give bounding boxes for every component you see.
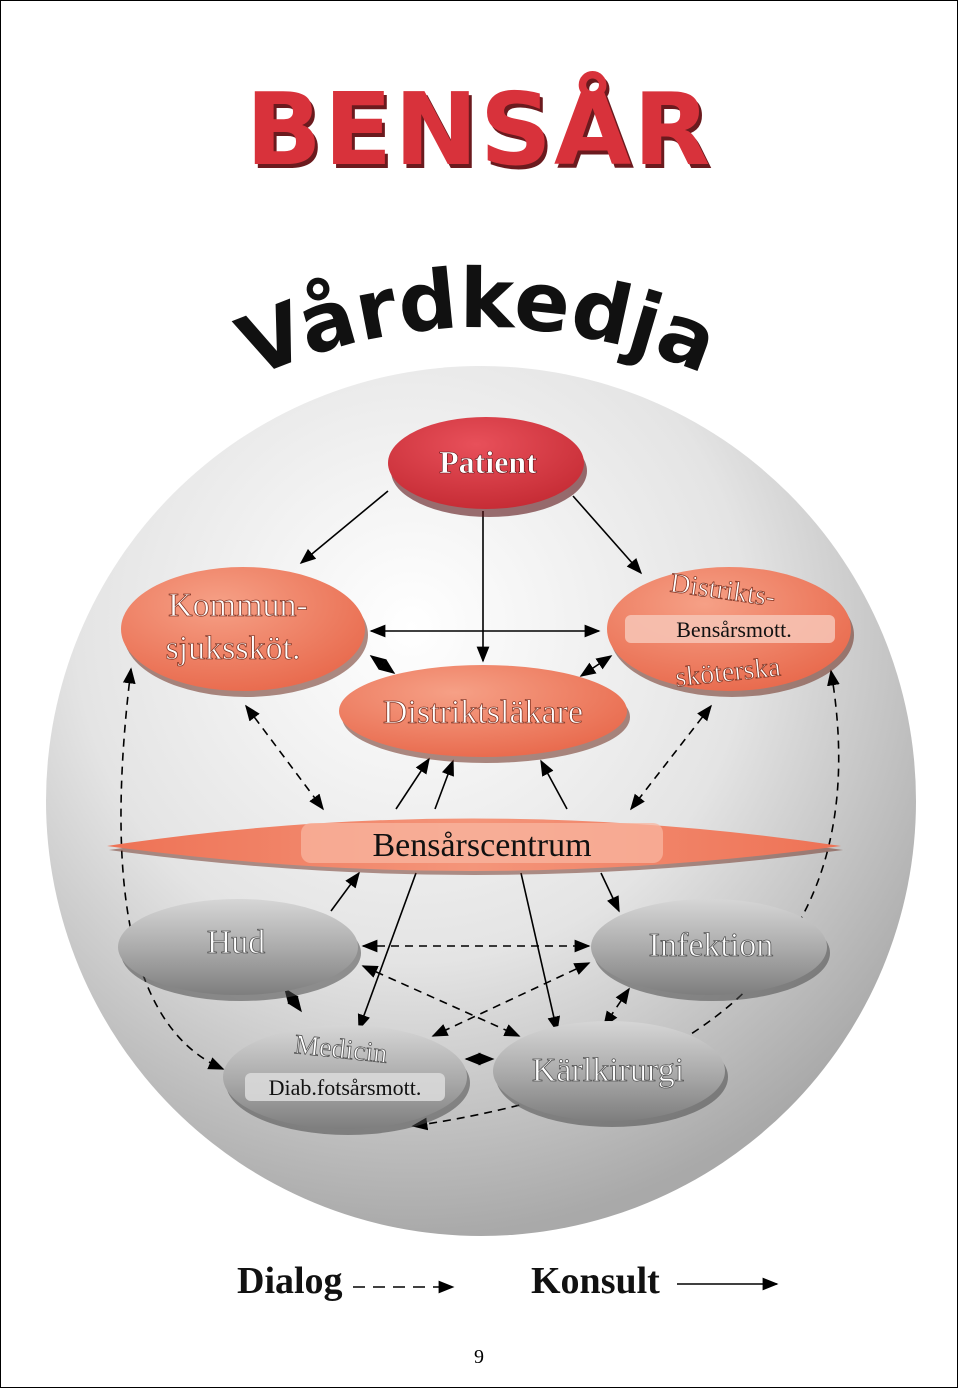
label-patient: Patient — [439, 444, 537, 480]
node-hud: Hud — [118, 899, 361, 1001]
legend-dialog-label: Dialog — [237, 1260, 343, 1302]
label-distriktslakare: Distriktsläkare — [383, 694, 583, 731]
page-number: 9 — [474, 1346, 484, 1368]
node-distriktsskoterska: Distrikts- Bensårsmott. sköterska — [607, 567, 854, 697]
main-title: BENSÅR — [245, 71, 713, 188]
badge-bensarsmott — [625, 615, 835, 643]
label-infektion: Infektion — [649, 927, 774, 964]
label-distrikts-badge: Bensårsmott. — [676, 617, 792, 642]
node-infektion: Infektion — [591, 899, 830, 1001]
node-medicin: Medicin Diab.fotsårsmott. — [223, 1025, 470, 1135]
node-patient: Patient — [388, 417, 587, 517]
label-kommun-line2: sjukssköt. — [165, 630, 300, 667]
label-hud: Hud — [207, 924, 266, 961]
badge-diab-fotsarsmott — [245, 1073, 445, 1101]
legend-konsult-label: Konsult — [531, 1260, 660, 1302]
node-bensarscentrum: Bensårscentrum — [107, 818, 843, 875]
node-karlkirurgi: Kärlkirurgi — [493, 1021, 728, 1127]
label-bensarscentrum: Bensårscentrum — [372, 827, 591, 864]
label-medicin-badge: Diab.fotsårsmott. — [269, 1075, 422, 1100]
label-karlkirurgi: Kärlkirurgi — [532, 1052, 684, 1089]
node-kommunsjukskoterska: Kommun- sjukssköt. — [121, 567, 368, 697]
node-distriktslakare: Distriktsläkare — [339, 665, 630, 763]
label-kommun-line1: Kommun- — [168, 587, 308, 624]
